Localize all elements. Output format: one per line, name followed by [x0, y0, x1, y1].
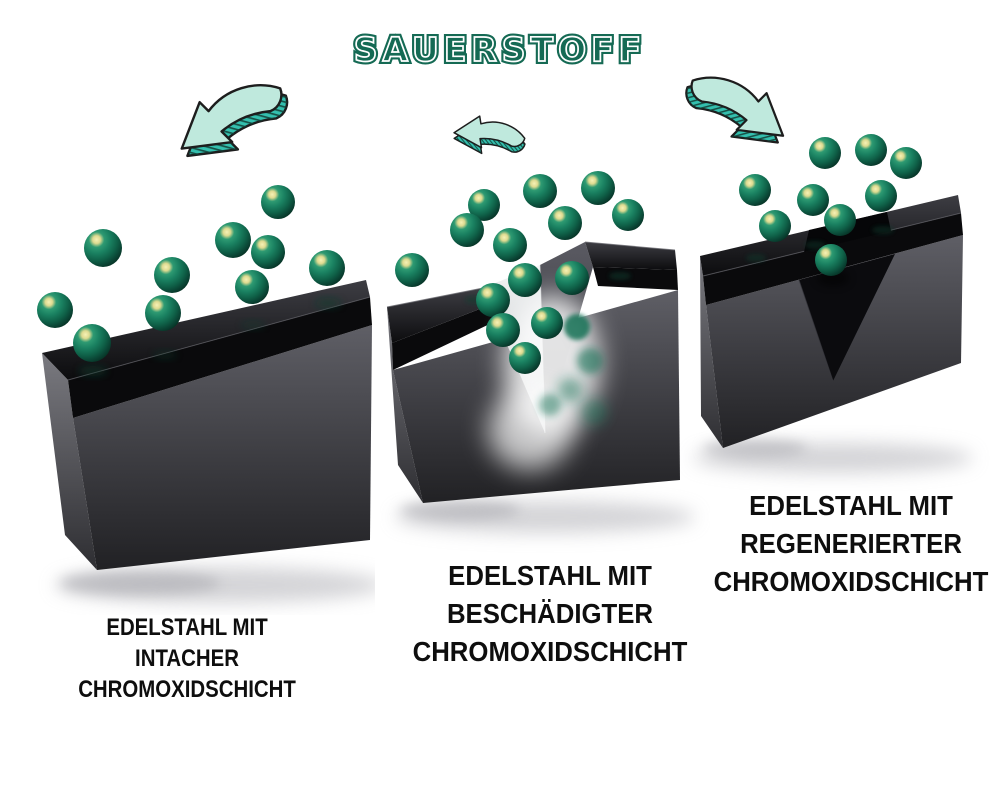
label-line: CHROMOXIDSCHICHT [412, 636, 688, 667]
block-side-face [700, 256, 723, 448]
steel-block-damaged [386, 171, 695, 533]
label-line: CHROMOXIDSCHICHT [78, 676, 296, 703]
panel-label-regenerated: EDELSTAHL MIT REGENERIERTER CHROMOXIDSCH… [695, 487, 1000, 601]
label-line: EDELSTAHL MIT [448, 560, 652, 591]
molecule-reflections [746, 226, 894, 262]
diagram-title: SAUERSTOFF SAUERSTOFF [0, 27, 1000, 90]
ground-shadow [395, 500, 695, 533]
blurred-oxygen-molecules [539, 314, 607, 425]
oxygen-molecules [395, 171, 644, 374]
oxide-layer-top-right [585, 242, 677, 270]
oxygen-molecules [37, 185, 345, 362]
panel-label-damaged: EDELSTAHL MIT BESCHÄDIGTER CHROMOXIDSCHI… [394, 557, 707, 671]
oxygen-molecules [739, 134, 922, 276]
label-line: REGENERIERTER [740, 528, 962, 559]
diagram-title-inline: SAUERSTOFF [353, 29, 647, 70]
label-line: BESCHÄDIGTER [446, 598, 654, 629]
label-line: EDELSTAHL MIT [106, 614, 268, 641]
label-line: CHROMOXIDSCHICHT [713, 566, 989, 597]
ground-shadow [55, 567, 375, 603]
molecule-reflections [79, 298, 341, 376]
oxide-layer-front-left [392, 305, 496, 370]
block-front-face [73, 325, 372, 570]
panel-label-intact: EDELSTAHL MIT INTACHER CHROMOXIDSCHICHT [60, 612, 315, 705]
healed-notch [799, 254, 895, 381]
steel-block-intact [37, 185, 375, 603]
oxide-layer-front [68, 297, 372, 418]
label-line: INTACHER [135, 645, 239, 672]
ground-shadow [693, 439, 973, 473]
block-side-face [387, 307, 423, 503]
label-line: EDELSTAHL MIT [749, 490, 953, 521]
oxide-layer-top [42, 280, 370, 380]
curved-arrow-icon-left [180, 84, 289, 158]
diagram-title-text: SAUERSTOFF [351, 27, 647, 72]
oxide-layer-top-left [387, 288, 490, 343]
steel-block-regenerated [693, 134, 973, 473]
block-side-face [42, 353, 97, 570]
